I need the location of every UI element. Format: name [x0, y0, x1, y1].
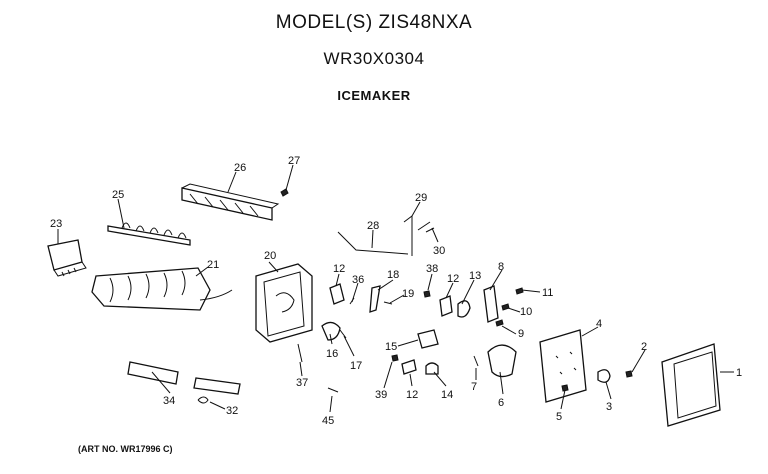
- callout-23: 23: [50, 218, 62, 230]
- part-21-mold: [91, 267, 233, 311]
- part-12-switch-middle: [439, 295, 453, 317]
- part-18-arm: [369, 285, 381, 313]
- part-37-screw: [297, 343, 303, 363]
- callout-25: 25: [112, 189, 124, 201]
- callout-17: 17: [350, 360, 362, 372]
- wire-harness: [193, 377, 241, 395]
- model-title: MODEL(S) ZIS48NXA: [275, 12, 473, 33]
- part-25-ejector: [107, 222, 191, 246]
- part-27-screw: [280, 188, 289, 197]
- callout-6: 6: [498, 397, 504, 409]
- callout-12-lower: 12: [406, 389, 418, 401]
- part-5-screw: [561, 384, 569, 392]
- part-9-screw: [495, 319, 504, 327]
- callout-3: 3: [606, 401, 612, 413]
- part-23-module: [47, 239, 87, 277]
- part-number: WR30X0304: [323, 49, 425, 68]
- callout-21: 21: [207, 259, 219, 271]
- part-39-screw: [391, 354, 399, 362]
- callout-20: 20: [264, 250, 276, 262]
- part-38-screw: [423, 290, 431, 298]
- part-13-cam: [457, 300, 471, 318]
- callout-36: 36: [352, 274, 364, 286]
- callout-32: 32: [226, 405, 238, 417]
- part-4-mount-plate: [539, 329, 587, 403]
- callout-12-middle: 12: [447, 273, 459, 285]
- callout-9: 9: [518, 328, 524, 340]
- callout-37: 37: [296, 377, 308, 389]
- callout-12-upper: 12: [333, 263, 345, 275]
- part-12-switch-upper: [329, 283, 345, 305]
- callout-45: 45: [322, 415, 334, 427]
- callout-14: 14: [441, 389, 453, 401]
- part-26-shelf: [181, 183, 280, 221]
- part-45-screw: [327, 387, 339, 393]
- callout-39: 39: [375, 389, 387, 401]
- callout-19: 19: [402, 288, 414, 300]
- callout-13: 13: [469, 270, 481, 282]
- callout-2: 2: [641, 341, 647, 353]
- callout-16: 16: [326, 348, 338, 360]
- callout-15: 15: [385, 341, 397, 353]
- callout-4: 4: [596, 318, 602, 330]
- callout-1: 1: [736, 367, 742, 379]
- callout-10: 10: [520, 306, 532, 318]
- callout-27: 27: [288, 155, 300, 167]
- part-30-clip: [417, 221, 435, 233]
- callout-18: 18: [387, 269, 399, 281]
- part-12-switch-lower: [401, 359, 417, 375]
- callout-26: 26: [234, 162, 246, 174]
- part-6-valve: [487, 344, 517, 378]
- part-3-knob: [597, 369, 611, 383]
- diagram-subtitle: ICEMAKER: [337, 88, 411, 103]
- art-number: (ART NO. WR17996 C): [78, 444, 173, 454]
- part-11-screw: [515, 287, 524, 295]
- part-17-spring: [339, 329, 347, 339]
- callout-labels: 1 2 3 4 5 6 7 8 9 10 11 12 12 12 13 14 1…: [50, 155, 742, 427]
- part-7-screw: [473, 355, 479, 367]
- part-2-screw: [625, 370, 633, 378]
- part-20-housing: [255, 263, 313, 343]
- part-32-clamp: [197, 396, 209, 404]
- leader-lines: [57, 164, 734, 413]
- part-10-screw: [501, 303, 510, 311]
- callout-38: 38: [426, 263, 438, 275]
- callout-5: 5: [556, 411, 562, 423]
- part-1-cover: [661, 343, 721, 427]
- callout-29: 29: [415, 192, 427, 204]
- part-14-thermostat: [425, 362, 439, 375]
- callout-7: 7: [471, 381, 477, 393]
- part-19-pin: [383, 301, 393, 305]
- callout-30: 30: [433, 245, 445, 257]
- callout-11: 11: [542, 287, 553, 299]
- part-8-plate: [483, 285, 499, 323]
- part-15-plug: [417, 329, 439, 349]
- part-28-shutoff-arm: [337, 231, 409, 255]
- callout-8: 8: [498, 261, 504, 273]
- callout-28: 28: [367, 220, 379, 232]
- part-29-bracket: [403, 215, 413, 256]
- callout-34: 34: [163, 395, 175, 407]
